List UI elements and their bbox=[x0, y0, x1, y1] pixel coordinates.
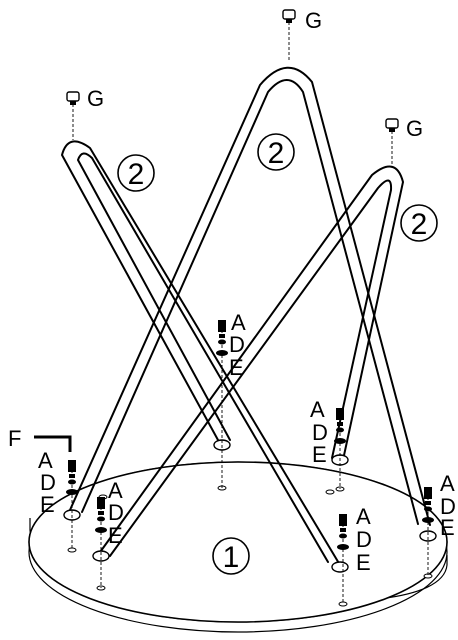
cap-top-right bbox=[385, 118, 399, 168]
leg-frame-1 bbox=[69, 66, 431, 526]
fastener-stack-2 bbox=[95, 497, 107, 588]
label-a-4: A bbox=[310, 397, 325, 422]
label-a-6: A bbox=[440, 471, 455, 496]
label-d-1: D bbox=[40, 470, 56, 495]
svg-text:2: 2 bbox=[268, 137, 285, 170]
fastener-stack-6 bbox=[422, 487, 434, 576]
label-d-4: D bbox=[312, 420, 328, 445]
part-marker-tabletop: 1 bbox=[212, 537, 250, 575]
label-d-6: D bbox=[440, 494, 456, 519]
part-marker-leg-3: 2 bbox=[400, 204, 438, 242]
label-e-4: E bbox=[312, 442, 327, 467]
fastener-stack-4 bbox=[334, 408, 346, 489]
label-e-2: E bbox=[108, 523, 123, 548]
leg-frame-2 bbox=[61, 140, 341, 566]
cap-top-center bbox=[282, 9, 296, 60]
svg-text:2: 2 bbox=[128, 158, 145, 191]
part-marker-leg-2: 2 bbox=[257, 133, 295, 171]
label-g-right: G bbox=[406, 116, 423, 141]
label-g-center: G bbox=[305, 8, 322, 33]
svg-text:2: 2 bbox=[411, 208, 428, 241]
svg-text:1: 1 bbox=[223, 541, 240, 574]
fastener-stack-5 bbox=[337, 514, 349, 604]
label-f: F bbox=[8, 426, 21, 451]
fastener-stack-3 bbox=[216, 320, 228, 488]
cap-top-left bbox=[66, 91, 80, 140]
label-a-5: A bbox=[356, 504, 371, 529]
label-d-3: D bbox=[229, 332, 245, 357]
label-a-3: A bbox=[231, 310, 246, 335]
label-a-1: A bbox=[38, 448, 53, 473]
label-e-3: E bbox=[229, 355, 244, 380]
label-g-left: G bbox=[87, 86, 104, 111]
label-e-5: E bbox=[356, 550, 371, 575]
label-e-6: E bbox=[440, 515, 455, 540]
label-d-2: D bbox=[108, 500, 124, 525]
fastener-stack-1 bbox=[66, 460, 78, 550]
label-d-5: D bbox=[356, 527, 372, 552]
label-e-1: E bbox=[40, 492, 55, 517]
label-a-2: A bbox=[108, 478, 123, 503]
part-marker-leg-1: 2 bbox=[117, 154, 155, 192]
bracket-f bbox=[34, 435, 72, 452]
